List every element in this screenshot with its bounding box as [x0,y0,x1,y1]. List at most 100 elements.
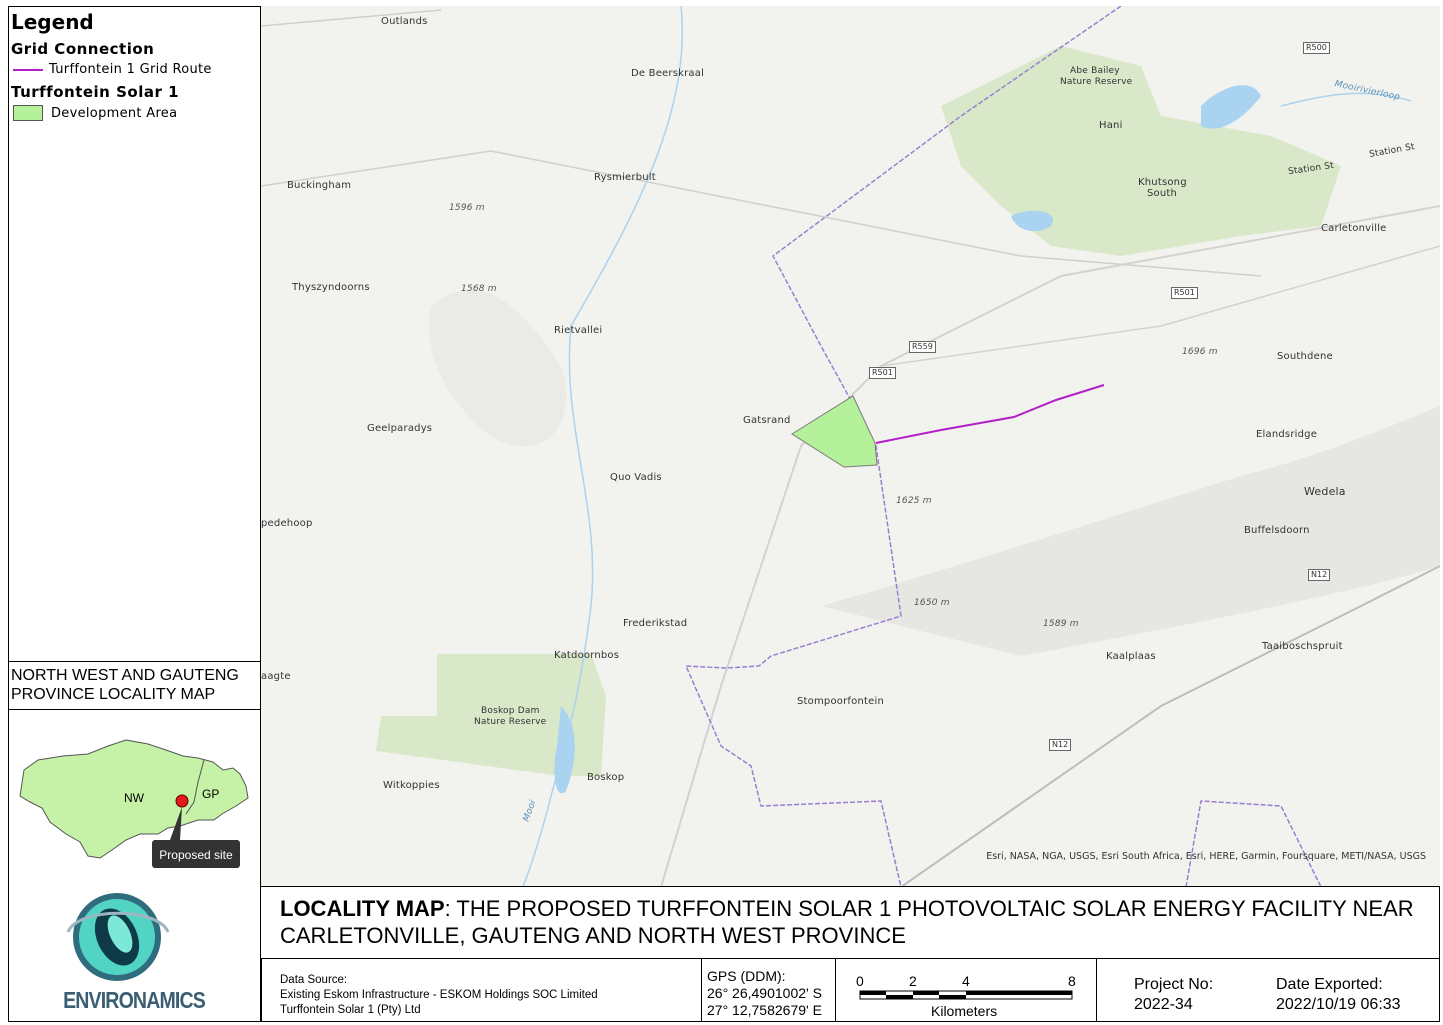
map-credits: Esri, NASA, NGA, USGS, Esri South Africa… [986,851,1426,862]
place-label: Wedela [1304,485,1346,498]
place-label: De Beerskraal [631,68,705,79]
legend-item-label: Development Area [51,105,178,121]
place-label: Witkoppies [383,780,440,791]
elevation-label: 1589 m [1043,619,1079,629]
road-r559 [880,245,1440,367]
place-label: Stompoorfontein [797,696,884,707]
place-label: Hani [1099,120,1123,131]
grid-route-swatch [13,68,43,71]
terrain-hill [429,289,567,447]
map-title-rest: : THE PROPOSED TURFFONTEIN SOLAR 1 PHOTO… [280,896,1414,948]
environamics-logo: ENVIRONAMICS [8,887,261,1022]
mooirivierloop [1280,92,1412,107]
gps-latitude: 26° 26,4901002' S [707,985,822,1001]
callout-pointer [170,807,182,840]
terrain-ridge [821,406,1440,656]
gps-label: GPS (DDM): [707,968,786,984]
legend-item-grid-route: Turffontein 1 Grid Route [11,62,257,77]
route-shield: R559 [909,341,936,353]
proposed-site-marker [175,794,189,808]
gps-box: GPS (DDM): 26° 26,4901002' S 27° 12,7582… [701,958,835,1022]
route-shield: N12 [1308,569,1331,581]
map-title-bold: LOCALITY MAP [280,896,445,921]
route-shield: R500 [1303,42,1330,54]
project-number-box: Project No: 2022-34 [1096,958,1256,1022]
legend-heading-solar: Turffontein Solar 1 [11,83,180,101]
place-label: Kaalplaas [1106,651,1156,662]
scale-tick-label: 4 [962,973,970,989]
place-label: Frederikstad [623,618,688,629]
locality-map-title-text: NORTH WEST AND GAUTENG PROVINCE LOCALITY… [11,667,239,703]
logo-emblem [66,893,170,981]
data-source-label: Data Source: [280,974,348,986]
place-label: Elandsridge [1256,429,1318,440]
inset-label-nw: NW [124,791,145,805]
road [261,150,1262,277]
logo-text: ENVIRONAMICS [63,987,206,1013]
scale-tick-label: 2 [909,973,917,989]
place-label: Outlands [381,16,428,27]
legend-panel: Legend Grid Connection Turffontein 1 Gri… [8,6,261,661]
date-exported-label: Date Exported: [1276,976,1383,993]
data-source-box: Data Source: Existing Eskom Infrastructu… [261,958,701,1022]
map-title: LOCALITY MAP: THE PROPOSED TURFFONTEIN S… [280,895,1430,949]
scale-tick-label: 8 [1068,973,1076,989]
development-area-polygon [791,395,878,468]
inset-map-svg: NW GP Proposed site [19,739,249,868]
callout-label: Proposed site [159,848,233,862]
development-area-swatch [13,105,43,121]
locality-map-title: NORTH WEST AND GAUTENG PROVINCE LOCALITY… [8,661,261,710]
inset-gp-border [185,759,205,815]
data-source-line: Existing Eskom Infrastructure - ESKOM Ho… [280,989,598,1001]
basemap-svg [261,6,1440,886]
callout-box [152,840,240,868]
water-body [1011,210,1053,232]
route-shield: R501 [1171,287,1198,299]
place-label: Boskop [587,772,625,783]
place-label: Gatsrand [743,415,791,426]
place-label: Nature Reserve [1060,77,1133,87]
scale-bar-box: 0 2 4 8 Kilometers [835,958,1096,1022]
place-label: Boskop Dam [481,706,540,716]
legend-title: Legend [11,10,94,34]
place-label: Southdene [1277,351,1333,362]
elevation-label: 1625 m [896,496,932,506]
place-label: Nature Reserve [474,717,547,727]
elevation-label: 1568 m [461,284,497,294]
place-label: Khutsong [1138,177,1187,188]
abe-bailey-reserve [941,46,1341,256]
place-label: Geelparadys [367,423,433,434]
elevation-label: 1696 m [1182,347,1218,357]
place-label: Buffelsdoorn [1244,525,1310,536]
elevation-label: 1650 m [914,598,950,608]
place-label: Rietvallei [554,325,603,336]
provincial-boundary [1185,800,1322,886]
elevation-label: 1596 m [449,203,485,213]
date-exported-value: 2022/10/19 06:33 [1276,996,1401,1013]
legend-item-label: Turffontein 1 Grid Route [49,62,212,77]
gps-longitude: 27° 12,7582679' E [707,1002,822,1018]
place-label: South [1147,188,1178,199]
provincial-boundary [684,6,1122,886]
boskop-dam-reserve [376,654,606,776]
place-label: Thyszyndoorns [292,282,370,293]
route-shield: N12 [1049,739,1072,751]
legend-item-development-area: Development Area [11,105,257,121]
river [522,6,683,886]
main-map: Outlands De Beerskraal Abe Bailey Nature… [261,6,1440,887]
date-exported-box: Date Exported: 2022/10/19 06:33 [1256,958,1440,1022]
place-label: Rysmierbult [594,172,656,183]
inset-province-shape [19,739,249,859]
road-n12 [900,565,1440,886]
place-label: Carletonville [1321,223,1387,234]
inset-map: NW GP Proposed site [8,710,261,887]
route-shield: R501 [869,367,896,379]
place-label: Quo Vadis [610,472,662,483]
project-label: Project No: [1134,976,1214,993]
place-label: aagte [261,671,291,682]
place-label: pedehoop [261,518,313,529]
road [261,9,442,27]
project-value: 2022-34 [1134,996,1193,1013]
data-source-line: Turffontein Solar 1 (Pty) Ltd [280,1004,421,1016]
scale-bar-graphic [859,990,1073,1000]
